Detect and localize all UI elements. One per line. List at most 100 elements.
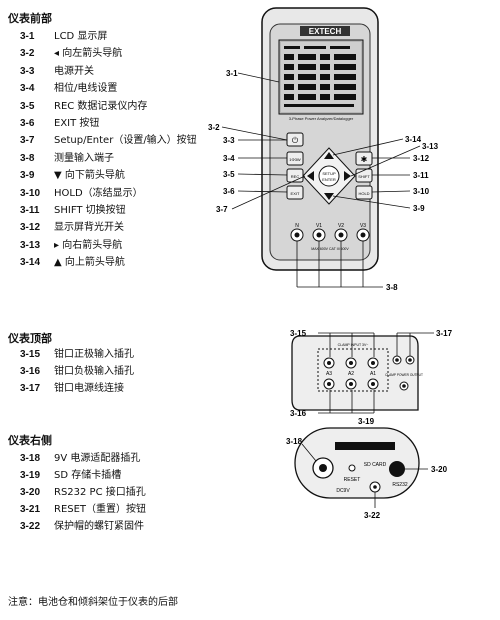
callout-3-1: 3-1 bbox=[226, 69, 238, 78]
clamp-jacks bbox=[323, 355, 415, 391]
legend-item-text: LCD 显示屏 bbox=[54, 31, 108, 42]
legend-item-number: 3-1 bbox=[20, 31, 35, 42]
svg-text:✱: ✱ bbox=[361, 155, 368, 164]
svg-text:SETUP: SETUP bbox=[322, 171, 336, 176]
callout-3-20: 3-20 bbox=[431, 465, 448, 474]
svg-text:CLAMP INPUT 3V~: CLAMP INPUT 3V~ bbox=[338, 343, 369, 347]
svg-text:A3: A3 bbox=[326, 371, 332, 377]
legend-item-number: 3-9 bbox=[20, 170, 35, 182]
callout-3-12: 3-12 bbox=[413, 154, 430, 163]
callout-3-16: 3-16 bbox=[290, 409, 307, 418]
svg-text:A1: A1 bbox=[370, 371, 376, 377]
callout-3-3: 3-3 bbox=[223, 136, 235, 145]
legend-item-text: ◂ 向左箭头导航 bbox=[54, 48, 123, 60]
callout-3-13: 3-13 bbox=[422, 142, 439, 151]
legend-item-text: EXIT 按钮 bbox=[54, 118, 100, 129]
legend-item-number: 3-13 bbox=[20, 239, 41, 251]
legend-item-text: 电源开关 bbox=[54, 65, 94, 77]
callout-3-15: 3-15 bbox=[290, 329, 307, 338]
legend-item: 3-5 REC 数据记录仪内存 bbox=[20, 99, 147, 115]
right-section-title: 仪表右侧 bbox=[8, 434, 52, 447]
svg-text:SHIFT: SHIFT bbox=[358, 174, 370, 179]
reset-button-hole bbox=[348, 464, 356, 472]
svg-text:CLAMP POWER OUTPUT: CLAMP POWER OUTPUT bbox=[385, 373, 423, 377]
battery-note: 注意：电池仓和倾斜架位于仪表的后部 bbox=[8, 597, 178, 608]
svg-text:SD CARD: SD CARD bbox=[364, 462, 387, 468]
svg-text:⏻: ⏻ bbox=[292, 136, 299, 145]
legend-item-number: 3-8 bbox=[20, 152, 35, 164]
legend-item-number: 3-3 bbox=[20, 65, 35, 77]
callout-3-6: 3-6 bbox=[223, 187, 235, 196]
legend-item: 3-9 ▼ 向下箭头导航 bbox=[20, 168, 125, 184]
svg-text:ENTER: ENTER bbox=[322, 177, 336, 182]
legend-item: 3-14▲ 向上箭头导航 bbox=[20, 255, 125, 271]
legend-item-text: ▸ 向右箭头导航 bbox=[54, 239, 123, 251]
legend-item-number: 3-11 bbox=[20, 205, 40, 216]
legend-item: 3-2 ◂ 向左箭头导航 bbox=[20, 46, 122, 62]
legend-item-text: 钳口正极输入插孔 bbox=[54, 349, 134, 360]
legend-item-text: Setup/Enter（设置/输入）按钮 bbox=[54, 135, 197, 147]
down-arrow-icon bbox=[324, 193, 334, 200]
legend-item-text: ▼ 向下箭头导航 bbox=[54, 170, 125, 182]
setup-enter-button bbox=[318, 165, 340, 187]
legend-item-number: 3-12 bbox=[20, 222, 41, 234]
legend-item-text: 9V 电源适配器插孔 bbox=[54, 453, 141, 464]
svg-text:RESET: RESET bbox=[344, 477, 361, 483]
legend-item-number: 3-15 bbox=[20, 349, 41, 360]
svg-text:MAX 600V CAT III 600V: MAX 600V CAT III 600V bbox=[311, 247, 349, 251]
legend-item-text: 钳口电源线连接 bbox=[54, 383, 124, 394]
hold-button bbox=[355, 185, 373, 200]
legend-item-text: HOLD（冻结显示） bbox=[54, 187, 143, 199]
callout-3-10: 3-10 bbox=[413, 187, 430, 196]
legend-item: 3-17 钳口电源线连接 bbox=[20, 381, 124, 397]
legend-item-number: 3-4 bbox=[20, 83, 35, 95]
legend-item: 3-10 HOLD（冻结显示） bbox=[20, 186, 143, 202]
legend-item: 3-3 电源开关 bbox=[20, 64, 94, 80]
legend-item-number: 3-5 bbox=[20, 100, 35, 112]
callout-3-8: 3-8 bbox=[386, 283, 398, 292]
svg-text:DC9V: DC9V bbox=[336, 488, 350, 494]
legend-item-number: 3-19 bbox=[20, 470, 41, 481]
svg-text:REC: REC bbox=[291, 174, 300, 179]
svg-text:V2: V2 bbox=[338, 223, 344, 229]
callout-3-2: 3-2 bbox=[208, 123, 220, 132]
callout-3-7: 3-7 bbox=[216, 205, 228, 214]
lcd-readout bbox=[284, 46, 356, 107]
legend-item-text: REC 数据记录仪内存 bbox=[54, 100, 148, 112]
legend-item-number: 3-2 bbox=[20, 48, 35, 60]
left-arrow-icon bbox=[307, 171, 314, 181]
phase-wire-button bbox=[286, 151, 304, 166]
svg-text:V3: V3 bbox=[360, 223, 366, 229]
legend-item-text: RESET（重置）按钮 bbox=[54, 504, 147, 515]
legend-item: 3-18 9V 电源适配器插孔 bbox=[20, 451, 140, 467]
svg-text:V1: V1 bbox=[316, 223, 322, 229]
legend-item-number: 3-22 bbox=[20, 521, 41, 532]
top-section-title: 仪表顶部 bbox=[8, 332, 52, 345]
legend-item-number: 3-7 bbox=[20, 135, 35, 147]
sd-card-slot bbox=[335, 442, 395, 450]
legend-item-text: 相位/电线设置 bbox=[54, 83, 118, 95]
legend-item: 3-12 显示屏背光开关 bbox=[20, 220, 124, 236]
legend-item-text: 显示屏背光开关 bbox=[54, 222, 124, 234]
svg-text:N: N bbox=[295, 223, 299, 229]
legend-item-text: 保护帽的螺钉紧固件 bbox=[54, 521, 144, 532]
legend-item-number: 3-10 bbox=[20, 187, 41, 199]
brand-label: EXTECH bbox=[309, 27, 342, 36]
legend-item-number: 3-14 bbox=[20, 257, 41, 269]
callout-3-11: 3-11 bbox=[413, 171, 429, 180]
legend-item-number: 3-17 bbox=[20, 383, 41, 394]
callout-3-19: 3-19 bbox=[358, 417, 375, 426]
backlight-button bbox=[355, 151, 373, 166]
callout-3-9: 3-9 bbox=[413, 204, 425, 213]
svg-text:A2: A2 bbox=[348, 371, 354, 377]
exit-button bbox=[286, 185, 304, 200]
legend-item-number: 3-18 bbox=[20, 453, 41, 464]
svg-text:RS232: RS232 bbox=[392, 482, 408, 488]
legend-item: 3-13 ▸ 向右箭头导航 bbox=[20, 238, 122, 254]
power-button bbox=[286, 132, 304, 147]
callout-3-14: 3-14 bbox=[405, 135, 422, 144]
